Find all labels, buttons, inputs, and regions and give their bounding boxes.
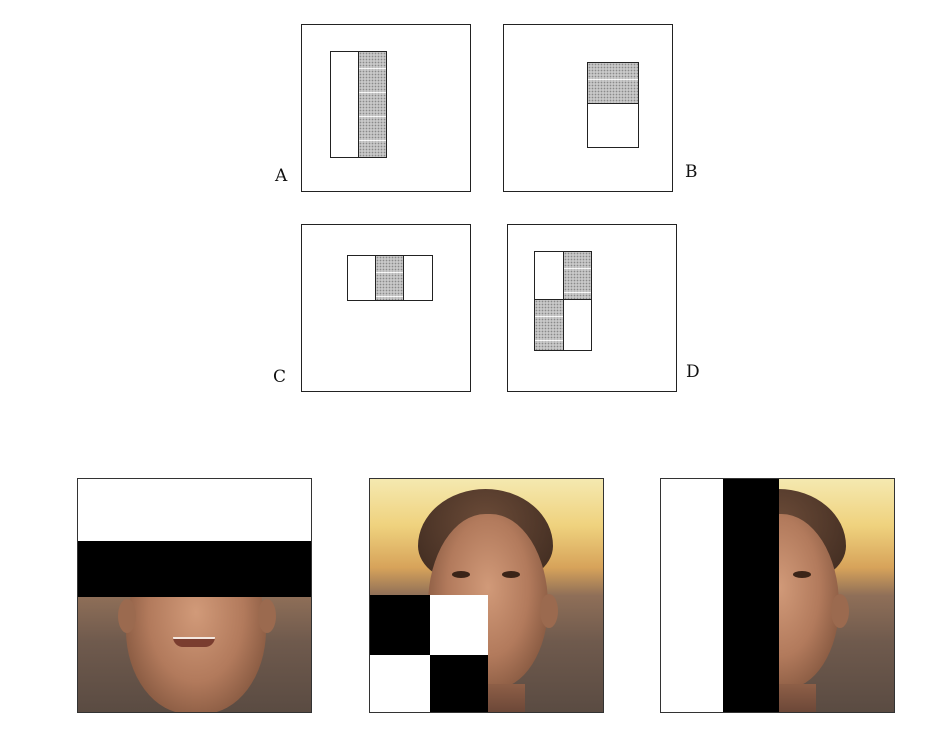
feature-bottom-left-white: [370, 655, 430, 712]
face-mouth: [173, 637, 215, 647]
face-eye-right: [793, 571, 811, 578]
panel-d-top-right-shaded-rect: [563, 251, 592, 301]
panel-c-right-white-rect: [403, 255, 433, 301]
face-ear-right: [258, 599, 276, 633]
panel-b-white-rect: [587, 103, 639, 148]
panel-d-frame: [507, 224, 677, 392]
face-eye-left: [452, 571, 470, 578]
panel-c-center-shaded-rect: [375, 255, 405, 301]
face-photo-horizontal-feature: [77, 478, 312, 713]
face-photo-checker-feature: [369, 478, 604, 713]
face-eye-right: [502, 571, 520, 578]
feature-white-bar: [661, 479, 723, 712]
face-ear-left: [118, 599, 136, 633]
feature-black-band: [78, 541, 311, 597]
panel-d-top-left-white-rect: [534, 251, 565, 301]
panel-b-shaded-rect: [587, 62, 639, 105]
panel-d-label: D: [686, 362, 700, 382]
face-ear-right: [540, 594, 558, 628]
panel-c-frame: [301, 224, 471, 392]
panel-a-white-rect: [330, 51, 360, 158]
panel-d-bottom-right-white-rect: [563, 299, 592, 351]
panel-d-bottom-left-shaded-rect: [534, 299, 565, 351]
panel-c-label: C: [273, 367, 287, 387]
panel-b-label: B: [685, 162, 698, 182]
feature-white-band: [78, 479, 311, 541]
face-ear-right: [831, 594, 849, 628]
feature-black-bar: [723, 479, 779, 712]
panel-a-label: A: [275, 166, 288, 186]
feature-bottom-right-black: [430, 655, 488, 712]
face-photo-vertical-feature: [660, 478, 895, 713]
panel-a-shaded-rect: [358, 51, 387, 158]
feature-top-right-white: [430, 595, 488, 655]
panel-c-left-white-rect: [347, 255, 377, 301]
feature-top-left-black: [370, 595, 430, 655]
